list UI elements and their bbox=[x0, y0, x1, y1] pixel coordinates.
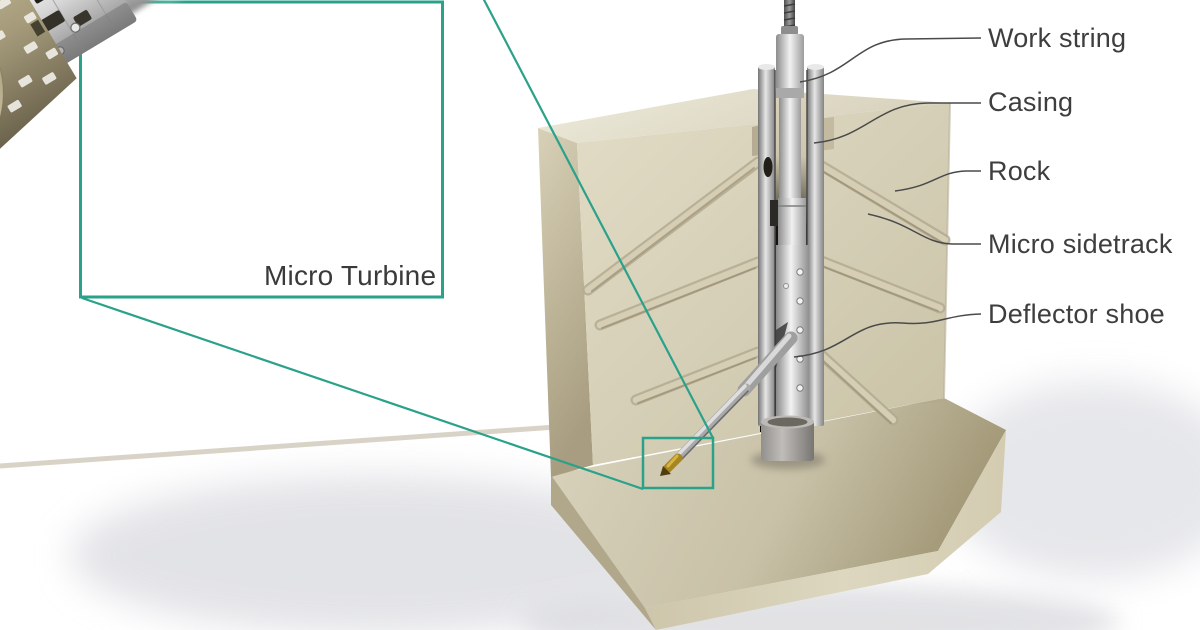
turbine-perforated-sleeve bbox=[0, 0, 77, 149]
callout-connector-top bbox=[482, 0, 714, 439]
work-string-rod bbox=[776, 0, 804, 198]
sidetrack-groove bbox=[582, 156, 764, 296]
leader-casing bbox=[813, 102, 981, 144]
leader-deflector-shoe bbox=[793, 313, 982, 358]
sidetrack-groove bbox=[808, 252, 946, 314]
turbine-inset-render bbox=[0, 0, 283, 189]
label-deflector-shoe: Deflector shoe bbox=[988, 299, 1165, 329]
leader-work-string bbox=[799, 37, 982, 83]
sidetrack-groove bbox=[630, 346, 764, 406]
leader-rock bbox=[894, 170, 981, 192]
deflector-drill-pipe bbox=[660, 331, 798, 476]
callout-target-rect bbox=[641, 436, 715, 490]
callout-inset-box bbox=[79, 0, 444, 299]
cement-collar bbox=[751, 415, 825, 469]
sidetrack-groove bbox=[806, 154, 951, 246]
label-work-string: Work string bbox=[988, 23, 1127, 53]
casing-walls bbox=[758, 64, 824, 426]
label-casing: Casing bbox=[988, 87, 1074, 117]
label-rock: Rock bbox=[988, 156, 1051, 186]
leader-micro-sidetrack bbox=[867, 213, 981, 245]
label-micro-sidetrack: Micro sidetrack bbox=[988, 229, 1173, 259]
sidetrack-groove bbox=[594, 256, 764, 331]
downhole-tool-assembly bbox=[660, 0, 825, 476]
leader-lines bbox=[793, 37, 982, 358]
casing-port bbox=[763, 157, 773, 177]
sidetrack-groove bbox=[810, 344, 899, 426]
micro-sidetrack-grooves bbox=[582, 154, 951, 426]
label-micro-turbine: Micro Turbine bbox=[264, 260, 437, 291]
callout-connector-bottom bbox=[81, 296, 644, 491]
